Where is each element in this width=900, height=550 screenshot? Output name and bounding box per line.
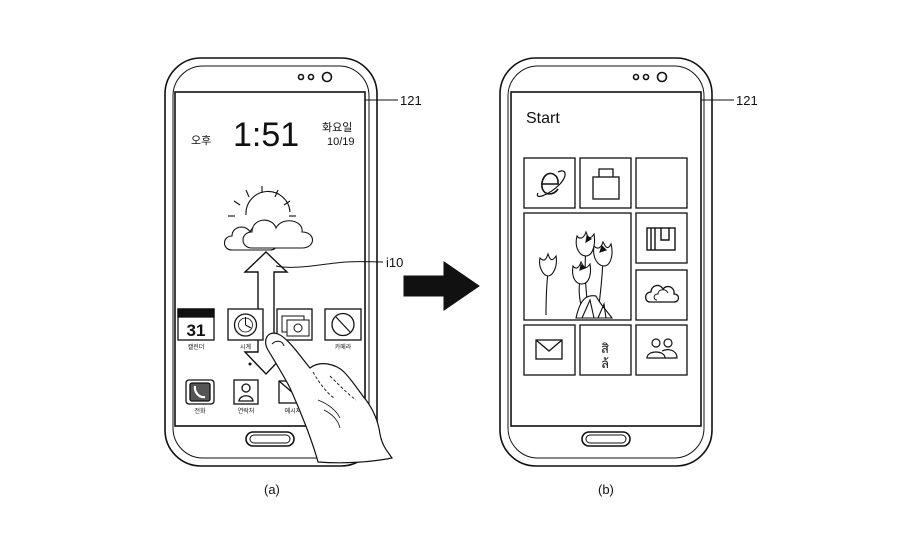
front-camera-icon	[321, 71, 333, 83]
e-browser-icon	[536, 170, 566, 197]
app-label-clock: 시계	[240, 343, 251, 351]
ampm-label: 오후	[191, 134, 211, 147]
tile-photos[interactable]	[523, 212, 632, 321]
home-button[interactable]	[581, 431, 631, 447]
clock-app-icon[interactable]	[227, 308, 264, 341]
sensor-dot-icon	[632, 73, 640, 81]
people-icon	[646, 338, 678, 359]
start-title: Start	[526, 110, 560, 127]
phone-b-screen	[510, 91, 702, 427]
tulip-photo	[539, 230, 614, 319]
date-label: 10/19	[327, 136, 355, 148]
contacts-app-icon[interactable]	[233, 379, 259, 405]
tile-translate[interactable]	[579, 324, 632, 376]
home-button[interactable]	[245, 431, 295, 447]
app-label-calendar: 캘린더	[188, 343, 205, 351]
tile-browser[interactable]	[523, 157, 576, 209]
svg-text:ล้: ล้	[601, 357, 609, 372]
phone-b	[499, 57, 713, 467]
app-label-messages: 메시지	[285, 407, 302, 415]
shopping-bag-icon	[592, 168, 620, 200]
app-label-phone: 전화	[194, 407, 206, 415]
tile-people[interactable]	[635, 324, 688, 376]
calendar-app-icon[interactable]	[177, 308, 215, 341]
tile-blank[interactable]	[635, 157, 688, 209]
clock-time: 1:51	[233, 116, 299, 154]
app-row-1	[177, 308, 362, 341]
envelope-icon	[535, 339, 563, 360]
app-label-camera: 카메라	[335, 343, 352, 351]
sensor-dot-icon	[642, 73, 650, 81]
folder-icon	[646, 227, 676, 251]
tile-files[interactable]	[635, 212, 688, 264]
app-label-contacts: 연락처	[238, 407, 255, 415]
finger-icon	[265, 332, 393, 464]
caption-b: (b)	[598, 482, 614, 497]
ref-label-b: 121	[736, 93, 758, 108]
phone-a	[164, 57, 378, 467]
calendar-day-number: 31	[187, 321, 206, 340]
tile-store[interactable]	[579, 157, 632, 209]
home-button-inner	[249, 434, 291, 444]
ref-label-a: 121	[400, 93, 422, 108]
cloud-icon	[644, 284, 680, 303]
page-indicator-dot	[248, 362, 252, 366]
start-tiles	[523, 157, 688, 376]
phone-b-bezel	[507, 65, 705, 459]
sensor-dot-icon	[297, 73, 305, 81]
translate-icon: สิ ล้	[601, 342, 609, 372]
home-button-inner	[585, 434, 627, 444]
phone-a-screen	[174, 91, 366, 427]
sensor-dot-icon	[307, 73, 315, 81]
tile-mail[interactable]	[523, 324, 576, 376]
gesture-leader-line	[275, 261, 384, 268]
svg-text:สิ: สิ	[601, 342, 609, 357]
gesture-label: i10	[386, 255, 403, 270]
weather-icon	[223, 186, 314, 251]
phone-b-body	[499, 57, 713, 467]
swipe-double-arrow-icon	[243, 251, 289, 376]
camera-app-icon[interactable]	[324, 308, 362, 341]
transition-arrow-icon	[403, 261, 480, 311]
caption-a: (a)	[264, 482, 280, 497]
weekday-label: 화요일	[322, 120, 352, 134]
front-camera-icon	[656, 71, 668, 83]
tile-weather[interactable]	[635, 269, 688, 321]
phone-app-icon[interactable]	[185, 379, 215, 405]
gallery-app-icon[interactable]	[276, 308, 313, 341]
